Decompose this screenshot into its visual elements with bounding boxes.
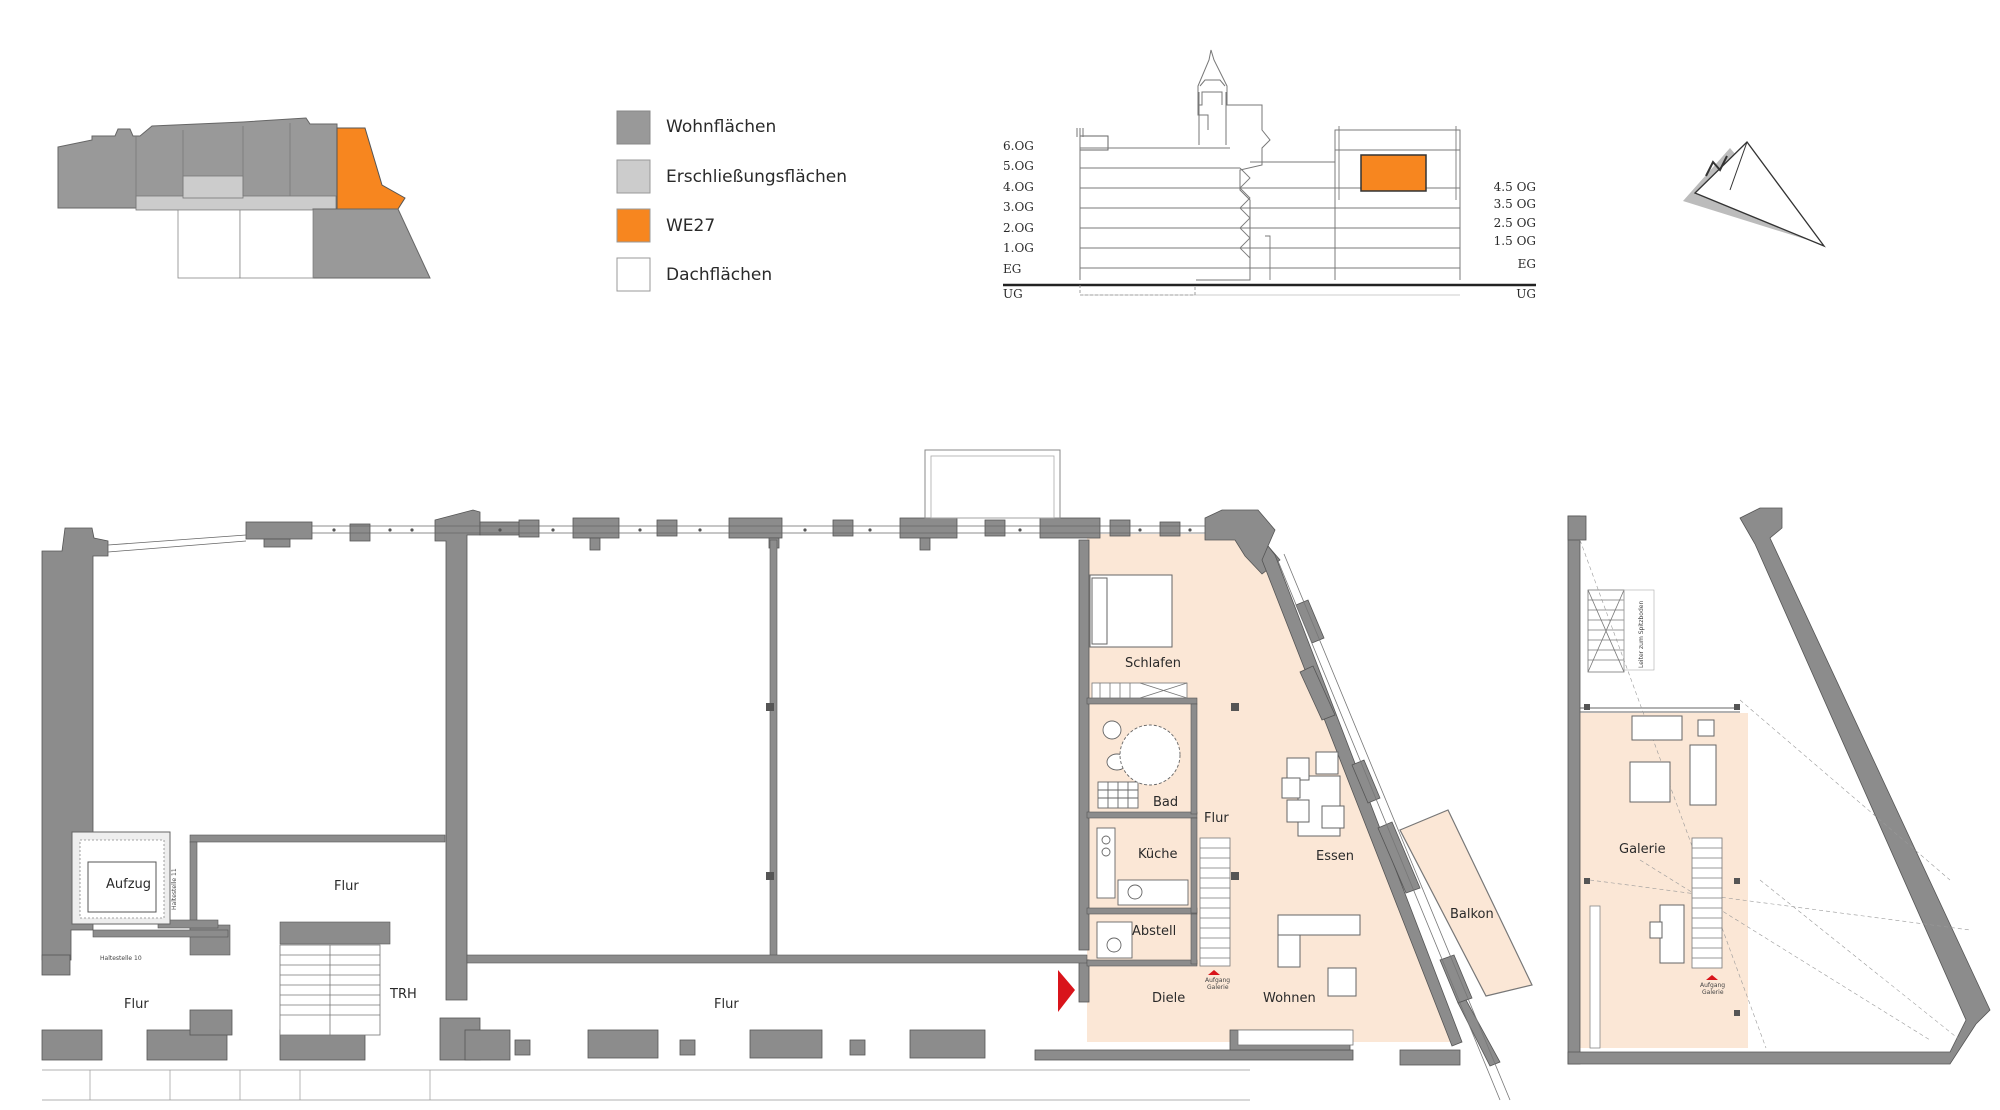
we27-unit-area (1087, 534, 1458, 1042)
key-plan-residential-lower (312, 208, 431, 279)
level-left-4og: 4.OG (1003, 180, 1034, 194)
gallery-stair-up-icon (1706, 975, 1718, 980)
north-arrow-icon (1683, 141, 1826, 248)
key-plan-roof-area-1 (177, 209, 241, 279)
ladder-note: Leiter zum Spitzboden (1638, 601, 1645, 668)
level-right-eg: EG (1518, 257, 1536, 271)
legend-swatch-dachflaechen (616, 257, 651, 292)
elevator-stop-label-10: Haltestelle 10 (100, 955, 142, 962)
key-plan-we27-highlight (336, 127, 406, 210)
legend-swatch-erschliessungsflaechen (616, 159, 651, 194)
legend: Wohnflächen Erschließungsflächen WE27 Da… (616, 110, 847, 292)
key-plan-circulation-core (182, 175, 244, 199)
stair-up-label-2: Galerie (1207, 984, 1229, 991)
room-label-flur-middle: Flur (714, 997, 739, 1012)
gallery-floor-plan: Leiter zum Spitzboden (1567, 507, 1991, 1065)
room-label-abstell: Abstell (1132, 924, 1176, 939)
main-floor-plan: Schlafen Bad Flur Küche Essen Balkon Abs… (41, 449, 1533, 1101)
key-plan (57, 117, 431, 279)
gallery-stair-label-2: Galerie (1702, 989, 1724, 996)
room-label-balkon: Balkon (1450, 907, 1494, 922)
level-right-1-5og: 1.5 OG (1494, 234, 1536, 248)
room-label-essen: Essen (1316, 849, 1354, 864)
level-right-ug: UG (1516, 287, 1536, 301)
room-label-galerie: Galerie (1619, 842, 1666, 857)
legend-swatch-wohnflaechen (616, 110, 651, 145)
room-label-flur: Flur (1204, 811, 1229, 826)
level-left-5og: 5.OG (1003, 159, 1034, 173)
balcony-area (1399, 809, 1533, 997)
level-left-3og: 3.OG (1003, 200, 1034, 214)
room-label-bad: Bad (1153, 795, 1178, 810)
level-left-2og: 2.OG (1003, 221, 1034, 235)
room-label-flur-left-top: Flur (334, 879, 359, 894)
room-label-aufzug: Aufzug (106, 877, 151, 892)
level-left-ug: UG (1003, 287, 1023, 301)
key-plan-roof-area-2 (239, 209, 314, 279)
room-label-kueche: Küche (1138, 847, 1178, 862)
level-left-6og: 6.OG (1003, 139, 1034, 153)
stair-up-icon (1208, 970, 1220, 975)
section-diagram: 6.OG 5.OG 4.OG 3.OG 2.OG 1.OG EG UG 4.5 … (1003, 49, 1536, 301)
kitchen-fixtures (1096, 827, 1189, 906)
wardrobe-furniture (1091, 682, 1188, 699)
bed-furniture (1089, 574, 1173, 648)
legend-label-we27: WE27 (666, 216, 715, 236)
section-we27-highlight (1360, 154, 1427, 192)
internal-stair (1199, 837, 1231, 967)
legend-label-erschliessungsflaechen: Erschließungsflächen (666, 167, 847, 187)
room-label-trh: TRH (389, 987, 417, 1002)
dining-table (1281, 751, 1345, 837)
level-right-4-5og: 4.5 OG (1494, 180, 1536, 194)
storage-fixtures (1096, 921, 1133, 959)
legend-label-wohnflaechen: Wohnflächen (666, 117, 776, 137)
level-left-eg: EG (1003, 262, 1021, 276)
bath-fixtures (1097, 720, 1181, 809)
legend-swatch-we27 (616, 208, 651, 243)
level-right-2-5og: 2.5 OG (1494, 216, 1536, 230)
room-label-flur-left-bottom: Flur (124, 997, 149, 1012)
legend-label-dachflaechen: Dachflächen (666, 265, 772, 285)
stair-up-label-1: Aufgang (1205, 977, 1230, 984)
room-label-schlafen: Schlafen (1125, 656, 1181, 671)
level-right-3-5og: 3.5 OG (1494, 197, 1536, 211)
level-left-1og: 1.OG (1003, 241, 1034, 255)
sofa (1277, 914, 1361, 997)
gallery-stair-label-1: Aufgang (1700, 982, 1725, 989)
room-label-diele: Diele (1152, 991, 1185, 1006)
room-label-wohnen: Wohnen (1263, 991, 1316, 1006)
stairwell (279, 944, 381, 1036)
elevator-stop-label-11: Haltestelle 11 (171, 868, 178, 910)
entry-marker-icon (1058, 970, 1075, 1012)
